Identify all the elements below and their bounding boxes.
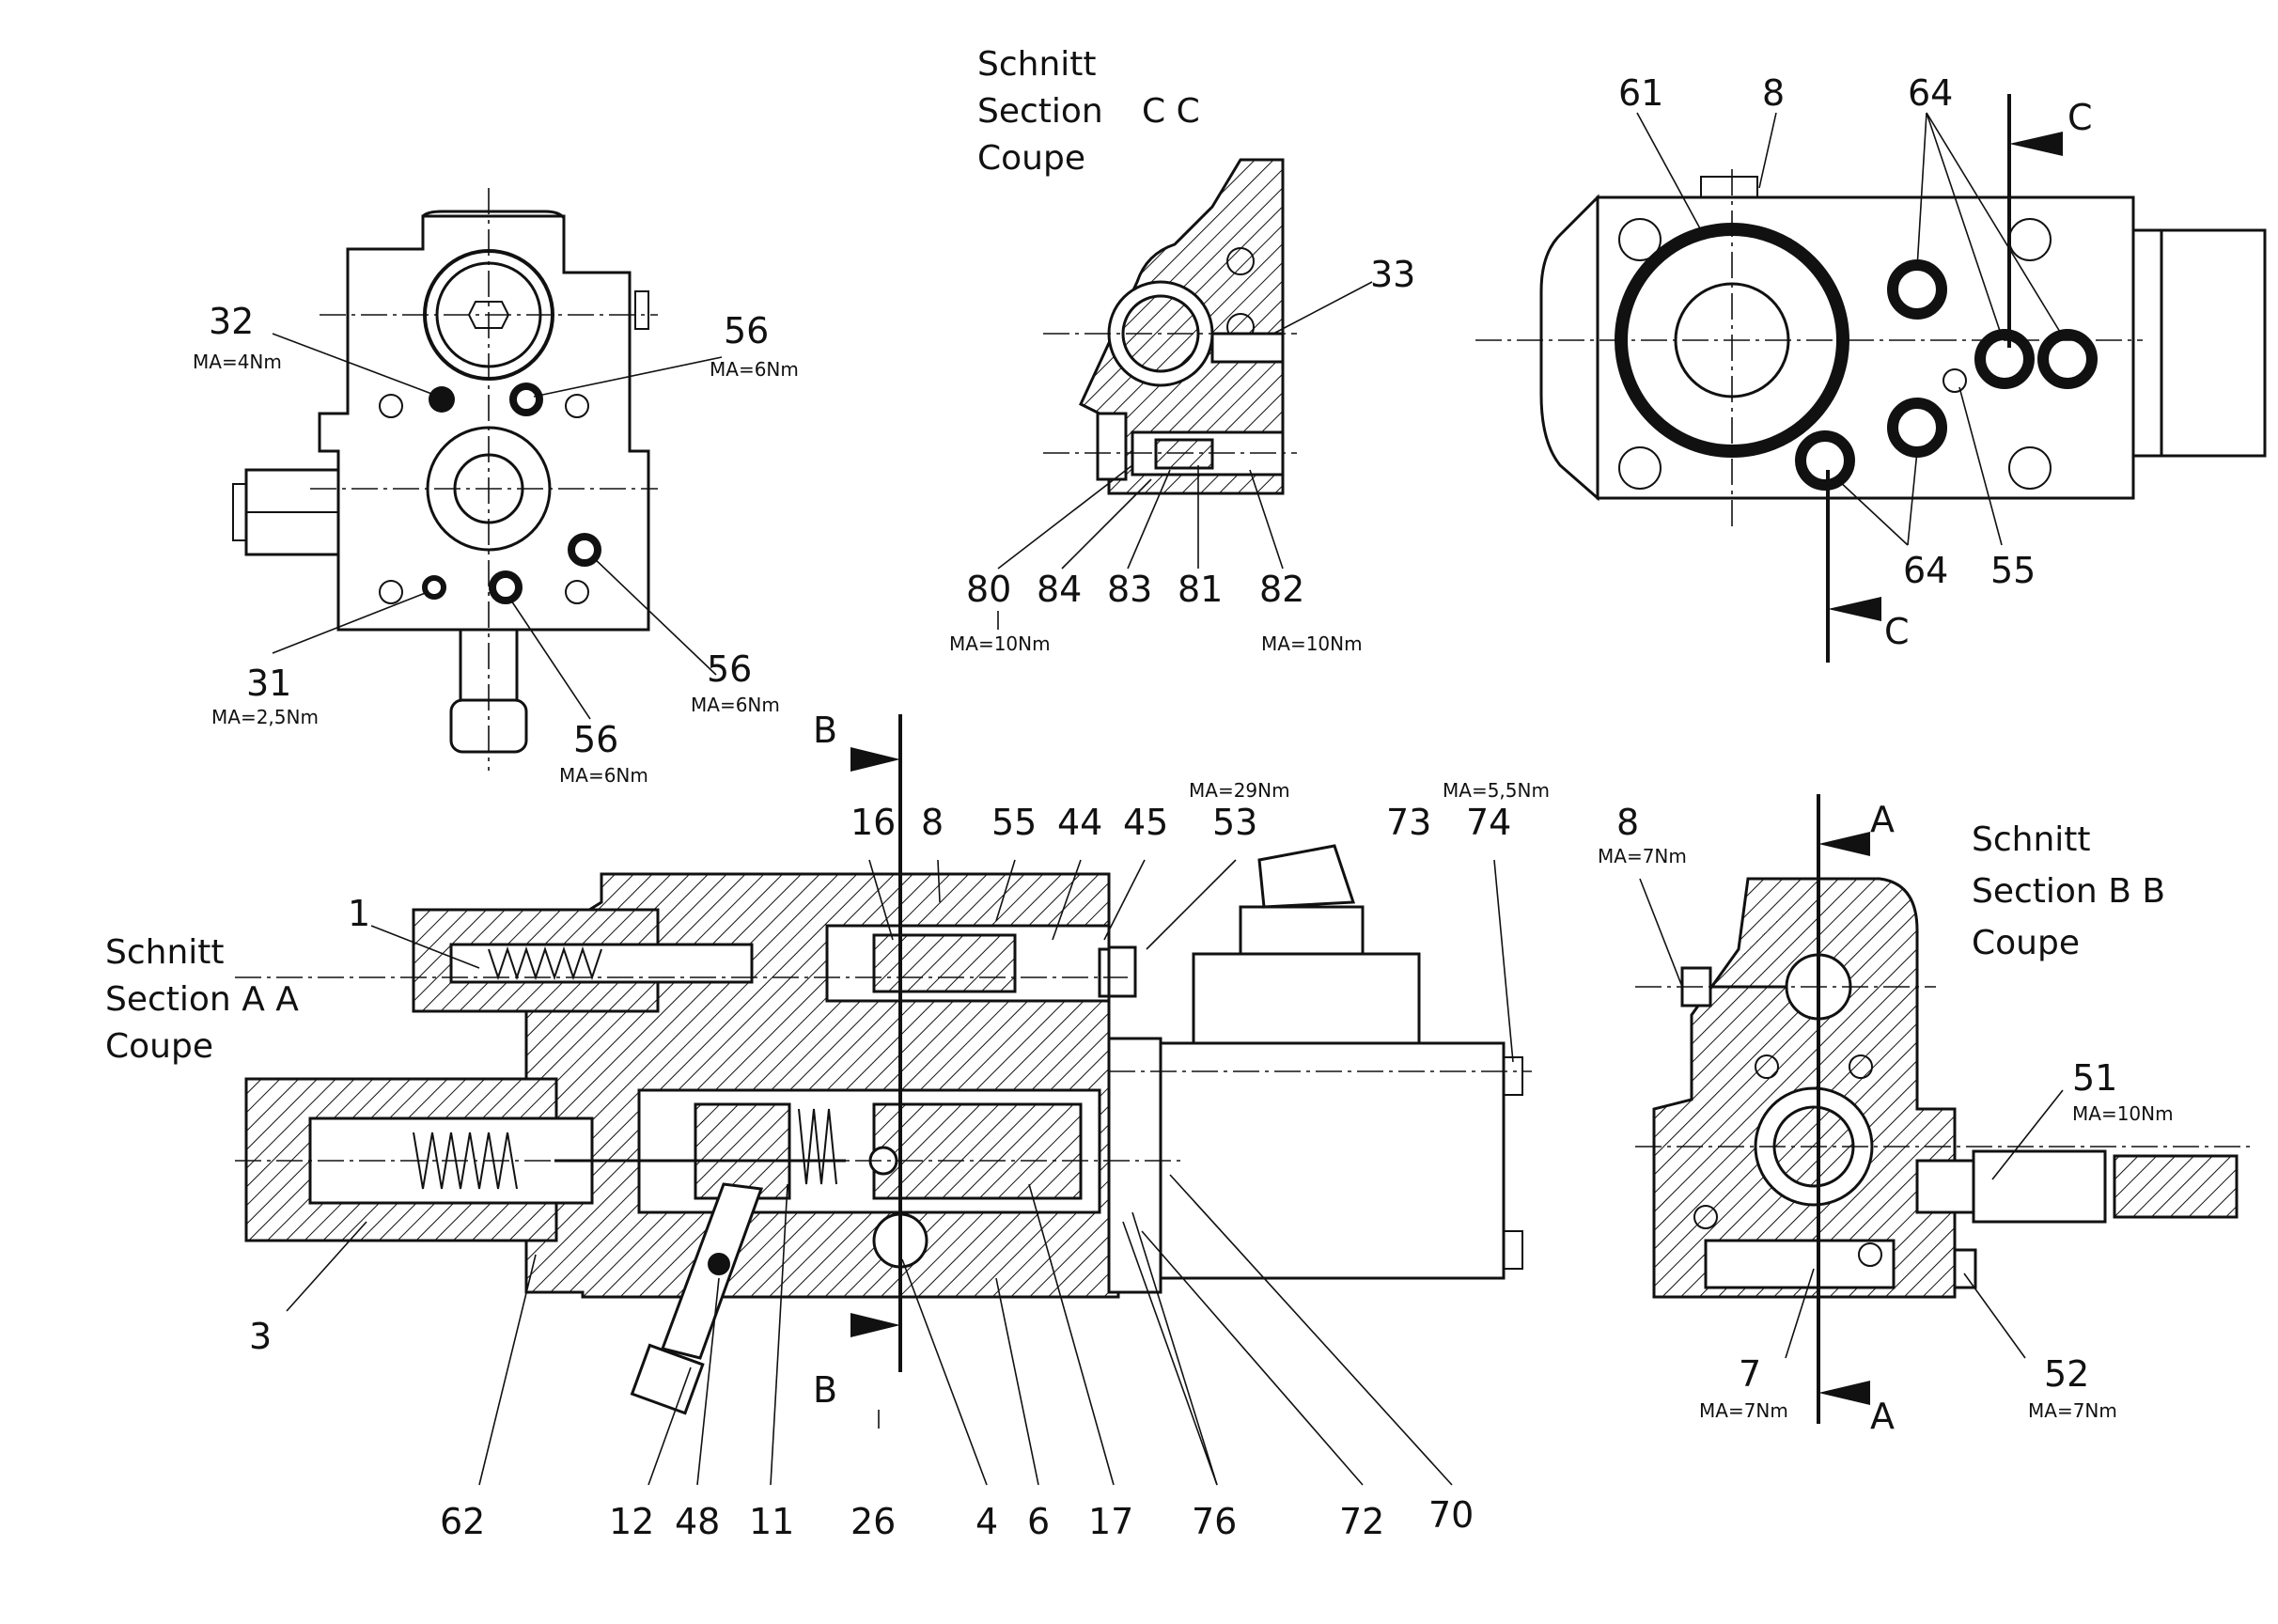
torque-label-56-top: MA=6Nm bbox=[710, 358, 799, 381]
part-label-84: 84 bbox=[1037, 569, 1082, 610]
part-label-56-right: 56 bbox=[707, 648, 752, 690]
cut-marker-c-top: C bbox=[2067, 97, 2093, 138]
part-label-55-aa: 55 bbox=[991, 802, 1037, 843]
part-label-26: 26 bbox=[850, 1501, 896, 1542]
torque-label-82: MA=10Nm bbox=[1261, 632, 1363, 655]
section-cc-line2: Section bbox=[977, 92, 1103, 131]
torque-label-52: MA=7Nm bbox=[2028, 1399, 2117, 1422]
part-label-52: 52 bbox=[2044, 1353, 2089, 1395]
section-aa-view bbox=[235, 714, 1532, 1486]
part-label-56-top: 56 bbox=[724, 310, 769, 351]
part-label-3: 3 bbox=[249, 1316, 272, 1357]
part-label-6: 6 bbox=[1027, 1501, 1050, 1542]
part-label-82: 82 bbox=[1259, 569, 1304, 610]
part-label-7: 7 bbox=[1739, 1353, 1761, 1395]
part-label-73: 73 bbox=[1386, 802, 1431, 843]
cut-marker-b-bottom: B bbox=[813, 1369, 837, 1411]
part-label-8-aa: 8 bbox=[921, 802, 944, 843]
cut-marker-a-top: A bbox=[1870, 799, 1895, 840]
cut-marker-c-bottom: C bbox=[1884, 611, 1910, 652]
torque-label-56-bottom: MA=6Nm bbox=[559, 764, 648, 787]
part-label-8-rear: 8 bbox=[1762, 72, 1785, 114]
part-label-53: 53 bbox=[1212, 802, 1257, 843]
part-label-64-top: 64 bbox=[1908, 72, 1953, 114]
torque-label-51: MA=10Nm bbox=[2072, 1102, 2174, 1125]
part-label-62: 62 bbox=[440, 1501, 485, 1542]
part-label-11: 11 bbox=[749, 1501, 794, 1542]
part-label-76: 76 bbox=[1192, 1501, 1237, 1542]
cut-marker-b-top: B bbox=[813, 710, 837, 751]
part-label-12: 12 bbox=[609, 1501, 654, 1542]
part-label-64-bottom: 64 bbox=[1903, 550, 1948, 591]
section-aa-line3: Coupe bbox=[105, 1027, 213, 1066]
part-label-83: 83 bbox=[1107, 569, 1152, 610]
part-label-31: 31 bbox=[246, 663, 291, 704]
part-label-72: 72 bbox=[1339, 1501, 1384, 1542]
torque-label-53: MA=29Nm bbox=[1189, 779, 1290, 802]
torque-label-74: MA=5,5Nm bbox=[1443, 779, 1550, 802]
torque-label-80: MA=10Nm bbox=[949, 632, 1051, 655]
section-bb-line1: Schnitt bbox=[1972, 820, 2091, 859]
part-label-48: 48 bbox=[675, 1501, 720, 1542]
part-label-80: 80 bbox=[966, 569, 1011, 610]
part-label-55-rear: 55 bbox=[1990, 550, 2036, 591]
part-label-44: 44 bbox=[1057, 802, 1102, 843]
torque-label-56-right: MA=6Nm bbox=[691, 694, 780, 716]
section-aa-line2: Section A A bbox=[105, 980, 299, 1019]
part-label-61: 61 bbox=[1618, 72, 1663, 114]
part-label-33: 33 bbox=[1370, 254, 1415, 295]
front-view bbox=[232, 188, 723, 771]
rear-view bbox=[1475, 94, 2267, 663]
part-label-74: 74 bbox=[1466, 802, 1511, 843]
part-label-1: 1 bbox=[348, 893, 370, 934]
part-label-16: 16 bbox=[850, 802, 896, 843]
cut-marker-a-bottom: A bbox=[1870, 1396, 1895, 1437]
section-bb-view bbox=[1635, 794, 2255, 1424]
torque-label-8: MA=7Nm bbox=[1598, 845, 1687, 867]
part-label-4: 4 bbox=[975, 1501, 998, 1542]
section-cc-line3: Coupe bbox=[977, 139, 1085, 178]
torque-label-32: MA=4Nm bbox=[193, 351, 282, 373]
section-cc-view bbox=[997, 158, 1373, 630]
part-label-70: 70 bbox=[1428, 1494, 1474, 1536]
torque-label-7: MA=7Nm bbox=[1699, 1399, 1788, 1422]
part-label-81: 81 bbox=[1178, 569, 1223, 610]
part-label-45: 45 bbox=[1123, 802, 1168, 843]
part-label-56-bottom: 56 bbox=[573, 719, 618, 760]
torque-label-31: MA=2,5Nm bbox=[211, 706, 319, 728]
section-cc-letters: C C bbox=[1142, 92, 1200, 131]
section-aa-line1: Schnitt bbox=[105, 933, 225, 972]
part-label-17: 17 bbox=[1088, 1501, 1133, 1542]
part-label-51: 51 bbox=[2072, 1057, 2117, 1099]
part-label-8-bb: 8 bbox=[1616, 802, 1639, 843]
part-label-32: 32 bbox=[209, 301, 254, 342]
section-bb-line2: Section B B bbox=[1972, 872, 2165, 911]
section-bb-line3: Coupe bbox=[1972, 924, 2080, 962]
section-cc-line1: Schnitt bbox=[977, 45, 1097, 84]
